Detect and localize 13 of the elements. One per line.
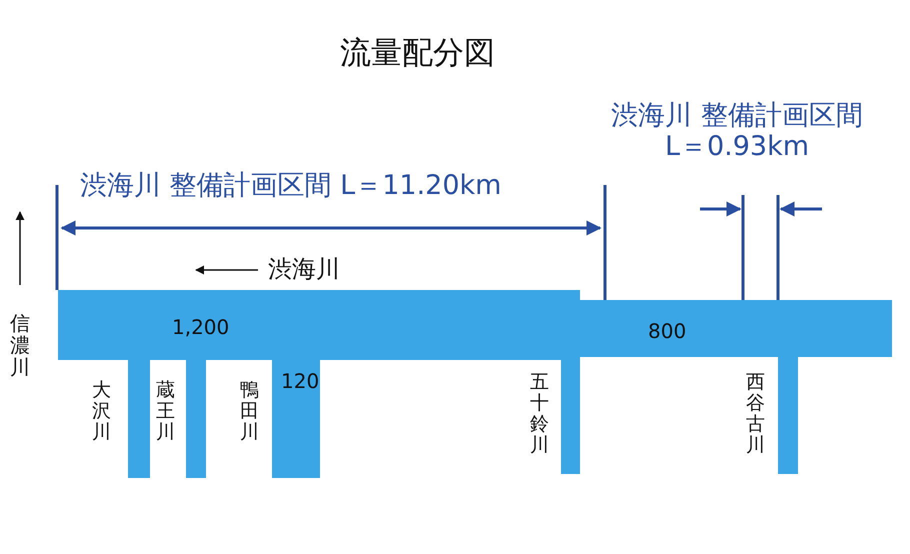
flow-value: 1,200 [172,316,230,339]
river-name: 蔵王川 [156,380,175,443]
river-name: 鴨田川 [240,380,259,443]
dimension-label: 渋海川 整備計画区間 L＝0.93km [610,100,864,162]
river-name: 西谷古川 [746,372,765,456]
river-name: 信濃川 [10,312,30,378]
river-name: 大沢川 [92,380,111,443]
title: 流量配分図 [340,36,495,72]
dimension-label: 渋海川 整備計画区間 L＝11.20km [80,170,502,202]
flow-value: 120 [281,370,320,393]
river-name: 五十鈴川 [530,372,549,456]
flow-value: 800 [648,320,686,343]
river-name: 渋海川 [268,256,340,284]
